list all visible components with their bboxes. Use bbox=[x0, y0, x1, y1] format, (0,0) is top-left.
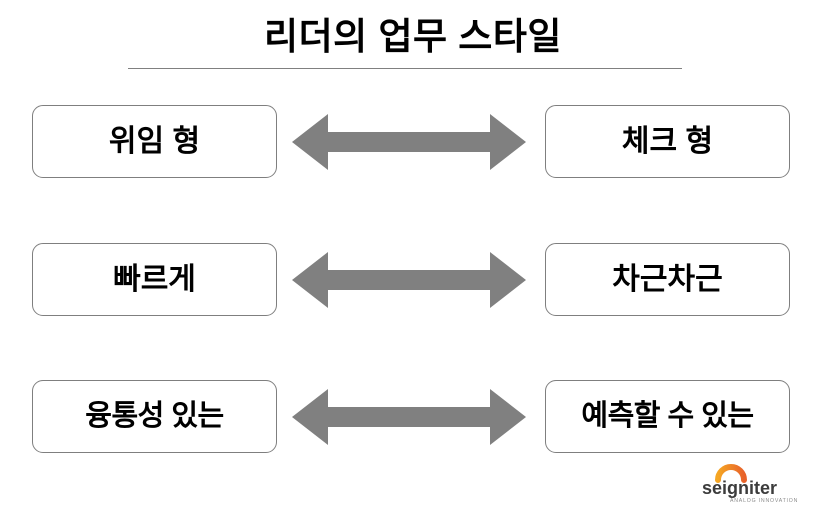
left-style-label: 위임 형 bbox=[108, 124, 201, 158]
right-style-box[interactable]: 차근차근 bbox=[545, 243, 790, 316]
left-style-label: 빠르게 bbox=[113, 262, 196, 296]
logo-tagline: ANALOG INNOVATION bbox=[730, 498, 798, 504]
double-headed-arrow-icon bbox=[292, 114, 526, 170]
right-style-label: 체크 형 bbox=[621, 124, 714, 158]
double-headed-arrow-icon bbox=[292, 252, 526, 308]
right-style-label: 차근차근 bbox=[612, 262, 723, 296]
double-headed-arrow-icon bbox=[292, 389, 526, 445]
left-style-box[interactable]: 빠르게 bbox=[32, 243, 277, 316]
logo-wordmark: seigniter bbox=[702, 478, 777, 498]
left-style-box[interactable]: 위임 형 bbox=[32, 105, 277, 178]
right-style-label: 예측할 수 있는 bbox=[581, 400, 754, 432]
right-style-box[interactable]: 체크 형 bbox=[545, 105, 790, 178]
right-style-box[interactable]: 예측할 수 있는 bbox=[545, 380, 790, 453]
page-title: 리더의 업무 스타일 bbox=[264, 16, 562, 57]
logo-arc-icon bbox=[715, 464, 747, 483]
left-style-label: 융통성 있는 bbox=[85, 400, 224, 432]
seigniter-logo: seigniter ANALOG INNOVATION bbox=[700, 462, 806, 506]
left-style-box[interactable]: 융통성 있는 bbox=[32, 380, 277, 453]
title-divider bbox=[128, 68, 682, 69]
